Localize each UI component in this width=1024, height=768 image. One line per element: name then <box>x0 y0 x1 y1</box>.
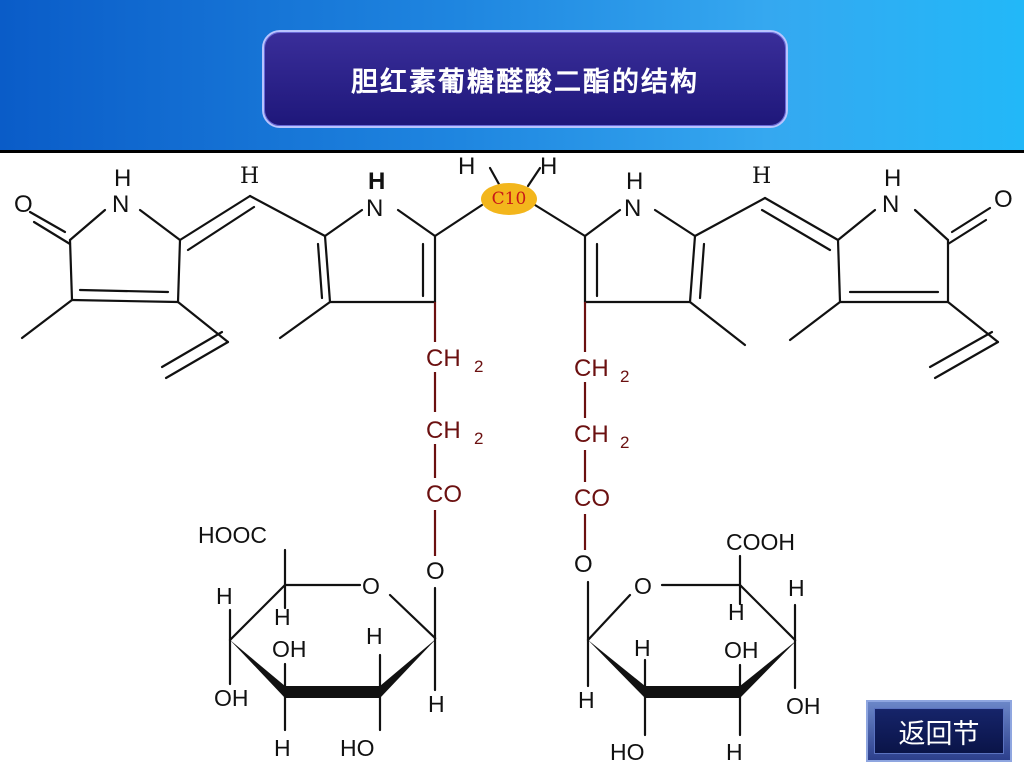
chain-right-o: O <box>574 551 593 578</box>
sugar-left-ring-o: O <box>362 573 380 599</box>
c10-highlight: C10 <box>481 183 537 215</box>
atom-H: H <box>884 165 901 192</box>
chain-left-ch2-2: CH <box>426 417 461 444</box>
page-title: 胆红素葡糖醛酸二酯的结构 <box>351 66 699 98</box>
sugar-left-h: H <box>366 623 383 649</box>
sugar-right-oh: OH <box>724 637 759 663</box>
atom-O-left: O <box>14 191 33 218</box>
chain-left-sub-1: 2 <box>474 357 483 376</box>
atom-O-right: O <box>994 186 1013 213</box>
sugar-right-h: H <box>634 635 651 661</box>
chain-right-co: CO <box>574 485 610 512</box>
sugar-left-oh: OH <box>214 685 249 711</box>
sugar-right-h: H <box>788 575 805 601</box>
back-to-section-button[interactable]: 返回节 <box>866 700 1012 762</box>
atom-H: H <box>240 164 259 189</box>
atom-N: N <box>882 191 899 218</box>
atom-H: H <box>368 168 385 195</box>
sugar-right-ho: HO <box>610 739 645 765</box>
chain-right-ch2-1: CH <box>574 355 609 382</box>
atom-N: N <box>366 195 383 222</box>
chain-left-ch2-1: CH <box>426 345 461 372</box>
sugar-left-h: H <box>428 691 445 717</box>
chain-right-ch2-2: CH <box>574 421 609 448</box>
sugar-left-h: H <box>216 583 233 609</box>
title-box: 胆红素葡糖醛酸二酯的结构 <box>262 30 788 128</box>
sugar-left-oh: OH <box>272 636 307 662</box>
chain-right-sub-1: 2 <box>620 367 629 386</box>
atom-H: H <box>752 164 771 189</box>
atom-N: N <box>624 195 641 222</box>
chain-left-sub-2: 2 <box>474 429 483 448</box>
sugar-right-h: H <box>728 599 745 625</box>
atom-N: N <box>112 191 129 218</box>
sugar-right-cooh: COOH <box>726 529 795 555</box>
chain-left-o: O <box>426 558 445 585</box>
c10-label: C10 <box>491 189 527 209</box>
sugar-right-ring-o: O <box>634 573 652 599</box>
atom-H: H <box>626 168 643 195</box>
sugar-right-oh: OH <box>786 693 821 719</box>
atom-H: H <box>540 153 557 180</box>
chain-right-sub-2: 2 <box>620 433 629 452</box>
sugar-left-h: H <box>274 735 291 761</box>
sugar-left-h: H <box>274 604 291 630</box>
back-button-label: 返回节 <box>898 718 980 750</box>
sugar-right-h: H <box>578 687 595 713</box>
sugar-right-h: H <box>726 739 743 765</box>
sugar-left-hooc: HOOC <box>198 522 267 548</box>
sugar-left-ho: HO <box>340 735 375 761</box>
header-divider <box>0 150 1024 153</box>
atom-H: H <box>458 153 475 180</box>
chain-left-co: CO <box>426 481 462 508</box>
back-button-face[interactable]: 返回节 <box>874 708 1004 754</box>
atom-H: H <box>114 165 131 192</box>
